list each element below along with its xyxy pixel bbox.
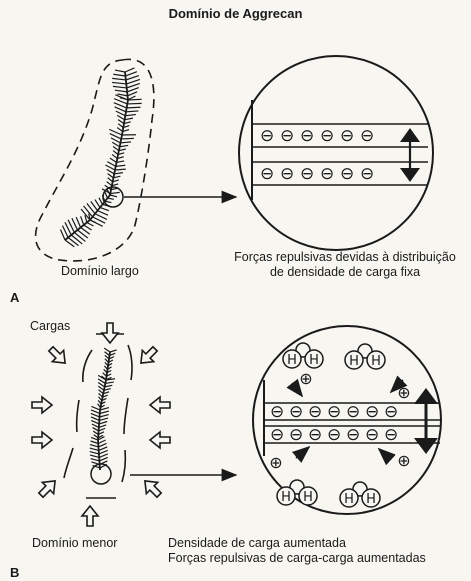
negative-charge-icon: ⊖ (280, 164, 294, 184)
svg-text:H: H (303, 490, 313, 505)
aggrecan-molecule-small (90, 348, 117, 470)
negative-charge-icon: ⊖ (360, 126, 374, 146)
zoom-circle-a (239, 56, 433, 250)
arrowhead-up (414, 388, 438, 404)
negative-charge-icon: ⊖ (300, 126, 314, 146)
panel-letter-b: B (10, 566, 19, 580)
caption-a-line1: Forças repulsivas devidas à distribuição (230, 251, 460, 265)
compression-arrows (32, 323, 170, 526)
hollow-arrow-icon (135, 343, 160, 368)
hollow-arrow-icon (35, 475, 60, 500)
aggrecan-molecule-large (60, 68, 141, 247)
negative-charge-icon: ⊖ (270, 425, 284, 445)
svg-text:H: H (309, 353, 319, 368)
negative-charge-icon: ⊖ (340, 164, 354, 184)
negative-charge-icon: ⊖ (289, 425, 303, 445)
negative-charge-icon: ⊖ (327, 402, 341, 422)
positive-ion-icon: ⊕ (269, 453, 282, 472)
negative-charge-icon: ⊖ (340, 126, 354, 146)
negative-charge-icon: ⊖ (360, 164, 374, 184)
caption-a-line2: de densidade de carga fixa (230, 266, 460, 280)
arrowhead-up (400, 128, 420, 142)
negative-charge-icon: ⊖ (260, 126, 274, 146)
panel-letter-a: A (10, 291, 19, 305)
negative-charge-icon: ⊖ (280, 126, 294, 146)
negative-charge-icon: ⊖ (260, 164, 274, 184)
arrowhead-down (414, 438, 438, 454)
caption-b-line1: Densidade de carga aumentada (168, 537, 346, 551)
link-region-circle (103, 187, 123, 207)
large-domain-label: Domínio largo (61, 265, 139, 279)
small-domain-label: Domínio menor (32, 537, 117, 551)
hollow-arrow-icon (150, 397, 170, 413)
negative-charge-icon: ⊖ (365, 425, 379, 445)
svg-text:H: H (281, 490, 291, 505)
svg-text:H: H (366, 492, 376, 507)
positive-ion-icon: ⊕ (397, 451, 410, 470)
hollow-arrow-icon (45, 343, 70, 368)
negative-charge-icon: ⊖ (320, 126, 334, 146)
svg-text:H: H (371, 354, 381, 369)
svg-text:H: H (287, 353, 297, 368)
hollow-arrow-icon (82, 506, 98, 526)
negative-charges-b: ⊖⊖⊖⊖⊖⊖⊖⊖⊖⊖⊖⊖⊖⊖ (270, 402, 398, 445)
negative-charge-icon: ⊖ (327, 425, 341, 445)
hollow-arrow-icon (32, 397, 52, 413)
caption-b-line2: Forças repulsivas de carga-carga aumenta… (168, 552, 426, 566)
negative-charge-icon: ⊖ (289, 402, 303, 422)
large-domain-outline (36, 59, 154, 261)
svg-text:H: H (344, 492, 354, 507)
negative-charge-icon: ⊖ (300, 164, 314, 184)
negative-charge-icon: ⊖ (346, 402, 360, 422)
negative-charges-a: ⊖ ⊖ ⊖ ⊖ ⊖ ⊖ ⊖ ⊖ ⊖ ⊖ ⊖ ⊖ (260, 126, 374, 184)
positive-ion-icon: ⊕ (299, 369, 312, 388)
negative-charge-icon: ⊖ (270, 402, 284, 422)
hollow-arrow-icon (102, 323, 118, 343)
hollow-arrow-icon (150, 432, 170, 448)
negative-charge-icon: ⊖ (308, 402, 322, 422)
hollow-arrow-icon (32, 432, 52, 448)
charges-label: Cargas (30, 320, 70, 334)
negative-charge-icon: ⊖ (346, 425, 360, 445)
negative-charge-icon: ⊖ (384, 425, 398, 445)
hollow-arrow-icon (139, 475, 164, 500)
negative-charge-icon: ⊖ (308, 425, 322, 445)
negative-charge-icon: ⊖ (384, 402, 398, 422)
positive-ion-icon: ⊕ (397, 383, 410, 402)
negative-charge-icon: ⊖ (365, 402, 379, 422)
arrowhead-down (400, 168, 420, 182)
svg-text:H: H (349, 354, 359, 369)
negative-charge-icon: ⊖ (320, 164, 334, 184)
